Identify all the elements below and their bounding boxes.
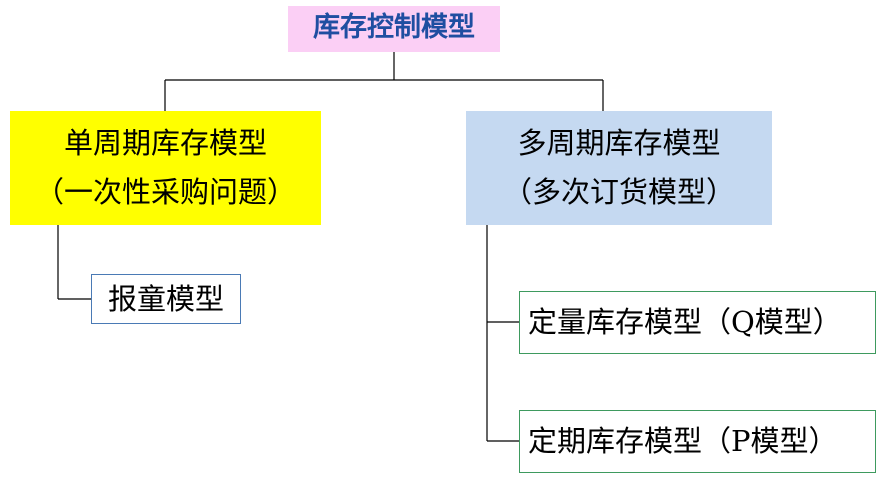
single-period-subtitle: （一次性采购问题） xyxy=(34,175,296,209)
single-period-node: 单周期库存模型 （一次性采购问题） xyxy=(10,111,321,225)
multi-period-subtitle: （多次订货模型） xyxy=(502,175,735,209)
newsboy-model-label: 报童模型 xyxy=(107,281,224,316)
q-model-node: 定量库存模型（Q模型） xyxy=(519,291,876,354)
multi-period-node: 多周期库存模型 （多次订货模型） xyxy=(466,111,772,225)
root-node: 库存控制模型 xyxy=(288,6,500,52)
root-label: 库存控制模型 xyxy=(313,11,475,43)
q-model-label: 定量库存模型（Q模型） xyxy=(528,305,842,340)
multi-period-title: 多周期库存模型 xyxy=(517,126,721,161)
newsboy-model-node: 报童模型 xyxy=(91,274,241,324)
p-model-label: 定期库存模型（P模型） xyxy=(528,424,838,459)
single-period-title: 单周期库存模型 xyxy=(63,126,267,161)
p-model-node: 定期库存模型（P模型） xyxy=(519,410,876,473)
